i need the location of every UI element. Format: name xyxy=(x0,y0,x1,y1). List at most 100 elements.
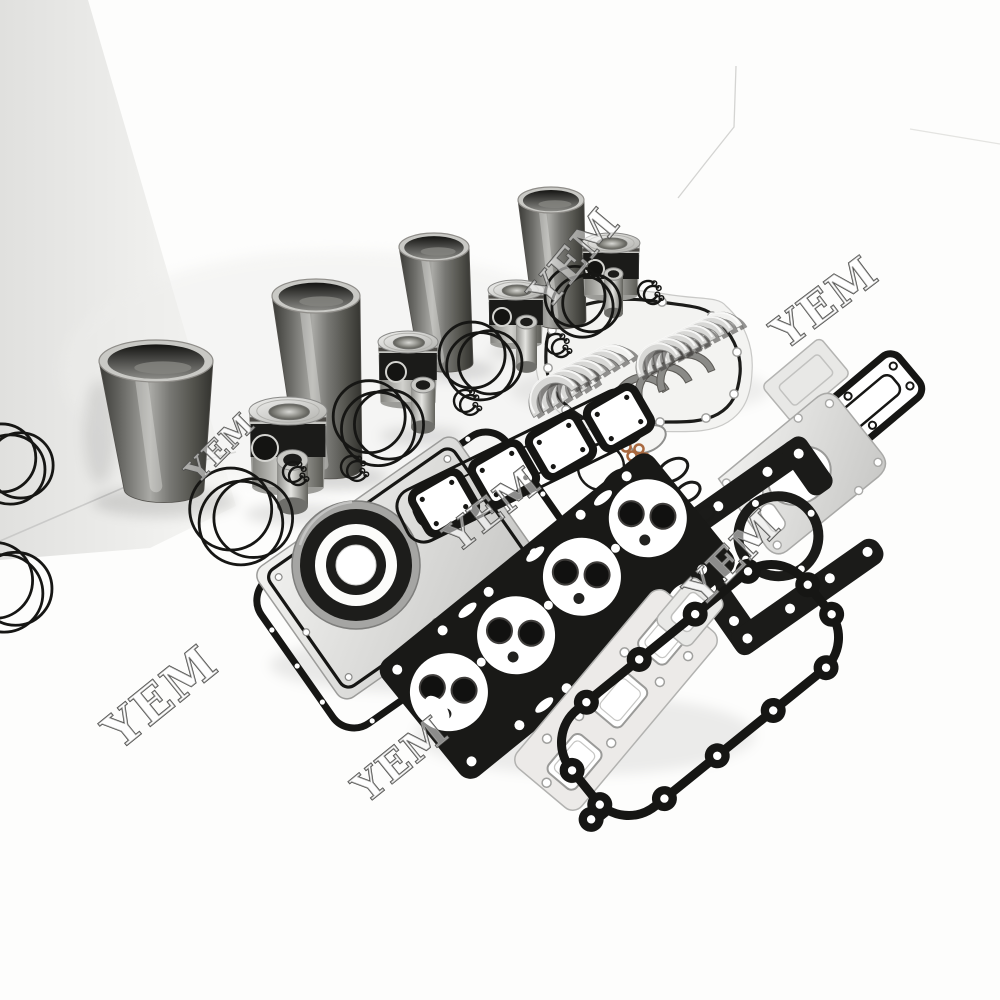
bolt-hole xyxy=(476,657,486,667)
piston-ring xyxy=(212,477,295,559)
combustion-bowl xyxy=(596,237,628,250)
piston-ring-set xyxy=(0,541,54,634)
piston-ring xyxy=(340,390,417,468)
piston-ring xyxy=(457,329,524,396)
pistons xyxy=(248,232,641,515)
bolt-hole xyxy=(713,751,722,761)
coolant-slot xyxy=(458,602,477,618)
cylinder-bore-opening xyxy=(608,479,687,558)
bolt-hole xyxy=(635,655,644,664)
valve-recess xyxy=(583,561,611,589)
snap-ring-clip xyxy=(636,279,665,306)
bolt-hole xyxy=(905,381,915,391)
injector-hole xyxy=(507,651,519,663)
bolt-hole xyxy=(888,361,898,371)
bolt-hole xyxy=(465,436,471,442)
cylinder-head-gasket xyxy=(379,453,735,779)
bolt-hole xyxy=(793,448,804,459)
bolt-hole xyxy=(785,603,796,614)
bolt-hole xyxy=(541,777,552,788)
bolt-hole xyxy=(873,457,883,468)
bolt-hole xyxy=(541,733,553,744)
engine-bearings xyxy=(528,311,748,420)
bolt-hole xyxy=(690,609,700,619)
bolt-hole xyxy=(586,815,596,824)
combustion-bowl xyxy=(392,336,425,350)
bolt-hole xyxy=(443,454,452,463)
valve-recess xyxy=(551,558,579,586)
rear-main-seal xyxy=(291,500,421,630)
bolt-hole xyxy=(319,699,325,705)
bolt-hole xyxy=(514,720,525,731)
port-gasket-frame xyxy=(407,468,481,538)
bolt-hole xyxy=(843,391,853,401)
piston-ring xyxy=(561,272,622,334)
backdrop-crease-line xyxy=(677,65,737,199)
bolt-hole xyxy=(853,485,864,496)
bolt-hole xyxy=(575,509,586,520)
piston-ring-set xyxy=(0,422,55,506)
bolt-hole xyxy=(605,737,617,749)
snap-ring-clip xyxy=(339,454,370,483)
bolt-hole xyxy=(824,398,835,409)
snap-ring-clip xyxy=(544,332,573,359)
piston xyxy=(581,232,641,319)
bolt-hole xyxy=(729,389,739,399)
bolt-hole xyxy=(344,673,353,682)
piston-ring-set xyxy=(331,379,425,468)
bolt-hole xyxy=(728,615,739,626)
bolt-hole xyxy=(269,627,275,633)
piston xyxy=(487,279,545,373)
bolt-hole xyxy=(762,466,773,477)
piston-ring xyxy=(353,388,425,461)
bolt-hole xyxy=(274,573,283,582)
coolant-slot xyxy=(526,546,545,562)
piston-ring xyxy=(0,431,55,500)
piston-ring xyxy=(0,541,34,620)
bolt-hole xyxy=(769,706,778,715)
wrist-pin-bore xyxy=(492,307,512,327)
bolt-hole xyxy=(621,471,632,482)
copper-washer xyxy=(633,443,645,455)
piston-ring xyxy=(0,550,54,627)
bearing-shell xyxy=(635,342,686,381)
bolt-hole xyxy=(682,650,694,662)
bearing-shell xyxy=(528,374,583,420)
bolt-hole xyxy=(611,543,621,553)
port-gasket-frames xyxy=(407,383,656,538)
cylinder-bore-opening xyxy=(542,537,621,616)
piston-ring xyxy=(0,553,45,634)
wrist-pin xyxy=(604,274,623,313)
valve-recess xyxy=(617,500,645,528)
piston-ring xyxy=(0,433,47,506)
bolt-hole xyxy=(540,491,546,497)
snap-ring-clip xyxy=(452,388,483,417)
valve-recess xyxy=(418,674,446,702)
bolt-hole xyxy=(543,363,553,373)
bolt-hole xyxy=(701,413,711,423)
bolt-hole xyxy=(543,600,553,610)
piston-ring-sets xyxy=(0,264,622,634)
bolt-hole xyxy=(824,573,835,584)
snap-ring-clips xyxy=(281,279,665,487)
bolt-hole xyxy=(483,586,494,597)
bolt-hole xyxy=(713,501,724,512)
bolt-hole xyxy=(793,413,803,423)
piston xyxy=(248,396,328,515)
piston-ring xyxy=(197,479,285,567)
injector-hole xyxy=(573,592,585,604)
piston-ring-set xyxy=(437,320,524,402)
valve-recess xyxy=(649,502,677,530)
injector-hole xyxy=(639,534,651,546)
port-gasket-frame xyxy=(524,411,598,481)
cylinder-bore-opening xyxy=(477,596,556,675)
bolt-hole xyxy=(595,800,604,809)
bearing-stack xyxy=(528,344,640,420)
bolt-hole xyxy=(697,564,708,575)
combustion-bowl xyxy=(501,284,532,297)
valve-recess xyxy=(517,619,545,647)
bolt-hole xyxy=(654,676,666,688)
bolt-hole xyxy=(807,509,815,517)
end-slot xyxy=(424,695,450,724)
